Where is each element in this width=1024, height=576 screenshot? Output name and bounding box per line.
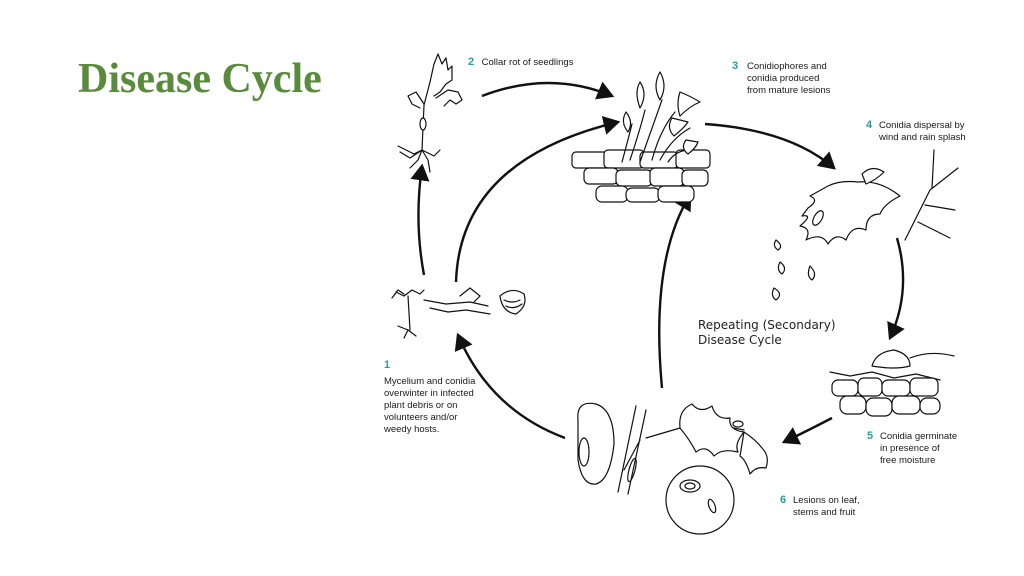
cycle-arrows bbox=[410, 81, 905, 445]
arrow-3-to-4 bbox=[704, 122, 836, 170]
center-label: Repeating (Secondary) Disease Cycle bbox=[698, 318, 836, 347]
center-label-line2: Disease Cycle bbox=[698, 333, 782, 347]
stage-text-3-line1: Conidiophores and bbox=[747, 61, 827, 72]
stage-text-3-line3: from mature lesions bbox=[747, 85, 831, 96]
stage-number-4: 4 bbox=[866, 119, 873, 131]
stage-text-4-line2: wind and rain splash bbox=[878, 132, 966, 143]
arrow-2-to-3 bbox=[481, 81, 615, 100]
stage-label-6: 6 Lesions on leaf, stems and fruit bbox=[780, 494, 860, 518]
stage-text-5-line1: Conidia germinate bbox=[880, 431, 957, 442]
arrow-1-to-2 bbox=[410, 163, 430, 276]
stage-label-3: 3 Conidiophores and conidia produced fro… bbox=[732, 60, 831, 96]
stage-text-6-line1: Lesions on leaf, bbox=[793, 495, 860, 506]
stage-label-4: 4 Conidia dispersal by wind and rain spl… bbox=[866, 119, 966, 143]
stage-number-3: 3 bbox=[732, 60, 738, 72]
lesions-illustration bbox=[577, 402, 768, 535]
stage-label-5: 5 Conidia germinate in presence of free … bbox=[867, 430, 957, 466]
stage-number-1: 1 bbox=[384, 359, 390, 371]
stage-text-1-line4: volunteers and/or bbox=[384, 412, 457, 423]
stage-text-5-line3: free moisture bbox=[880, 455, 935, 466]
stage-text-2: Collar rot of seedlings bbox=[482, 57, 574, 68]
stage-text-5-line2: in presence of bbox=[880, 443, 940, 454]
overwintering-debris-illustration bbox=[391, 287, 526, 339]
slide-title: Disease Cycle bbox=[78, 56, 322, 102]
stage-text-1-line5: weedy hosts. bbox=[383, 424, 439, 435]
center-label-line1: Repeating (Secondary) bbox=[698, 318, 836, 332]
arrow-6-to-1 bbox=[454, 332, 566, 440]
arrow-5-to-6 bbox=[781, 416, 833, 445]
stage-text-6-line2: stems and fruit bbox=[793, 507, 856, 518]
stage-number-2: 2 bbox=[468, 56, 474, 68]
stage-text-1-line1: Mycelium and conidia bbox=[384, 376, 476, 387]
arrow-4-to-5 bbox=[887, 237, 905, 341]
stage-label-2: 2 Collar rot of seedlings bbox=[468, 52, 574, 69]
stage-text-1-line2: overwinter in infected bbox=[384, 388, 474, 399]
stage-number-6: 6 bbox=[780, 494, 786, 506]
stage-text-4-line1: Conidia dispersal by bbox=[879, 120, 965, 131]
conidiophores-illustration bbox=[571, 71, 711, 203]
stage-label-1: 1 Mycelium and conidia overwinter in inf… bbox=[383, 359, 476, 435]
stage-text-1-line3: plant debris or on bbox=[384, 400, 457, 411]
svg-text:2 Collar rot of seedling: 2 Collar rot of seedlings bbox=[468, 52, 574, 69]
seedling-collar-rot-illustration bbox=[397, 53, 463, 173]
arrow-6-to-3-repeating bbox=[658, 192, 692, 389]
stage-number-5: 5 bbox=[867, 430, 873, 442]
stage-text-3-line2: conidia produced bbox=[747, 73, 819, 84]
arrow-1-to-3 bbox=[454, 116, 621, 283]
leaf-dispersal-illustration bbox=[771, 149, 959, 301]
conidia-germination-illustration bbox=[829, 349, 955, 417]
